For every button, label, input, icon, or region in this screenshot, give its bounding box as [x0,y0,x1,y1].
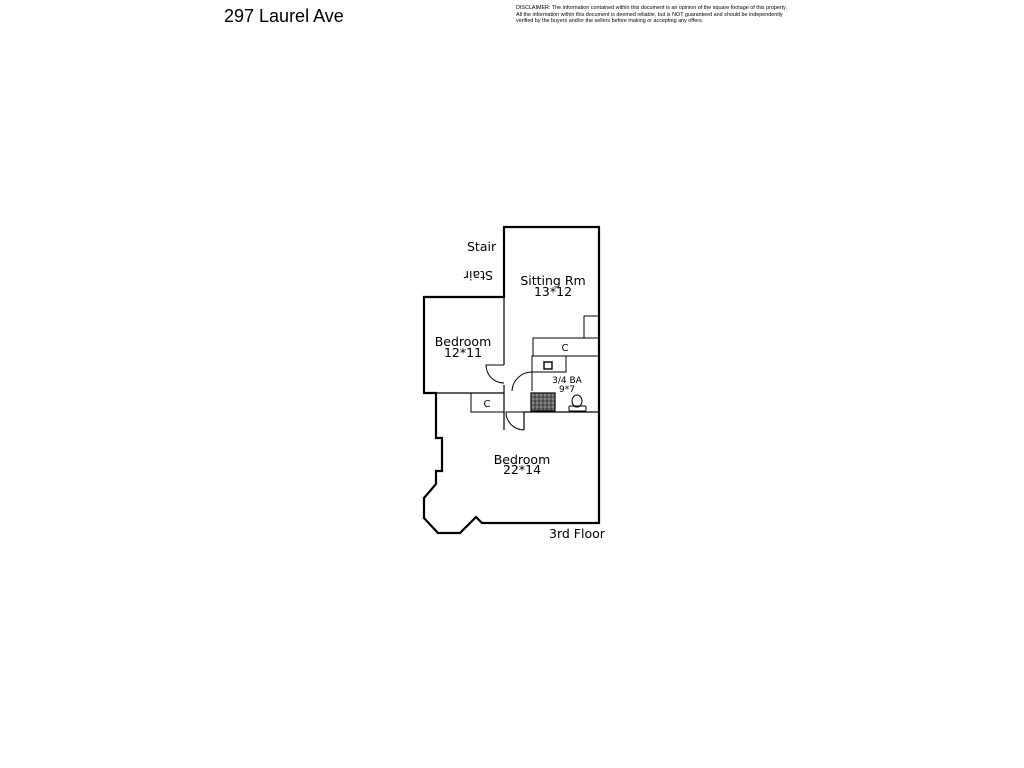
bathroom-size: 9*7 [559,385,575,395]
floor-label: 3rd Floor [549,526,606,541]
cabinet-box [583,315,600,339]
bedroom-2-name: Bedroom [494,452,551,467]
stair-label: Stair [467,239,497,254]
shower-icon [530,392,556,412]
disclaimer: DISCLAIMER: The information contained wi… [516,5,816,25]
bedroom-1-size: 12*11 [444,345,482,360]
bedroom-1-name: Bedroom [435,334,492,349]
vanity-box [531,355,567,373]
closet-label: C [562,343,569,354]
disclaimer-line: DISCLAIMER: The information contained wi… [516,5,787,11]
closet-box [470,392,505,413]
stair-label-flipped: Stair [463,268,493,283]
bathroom-name: 3/4 BA [552,376,583,386]
property-address: 297 Laurel Ave [224,6,344,26]
bedroom-2-size: 22*14 [503,462,541,477]
interior-walls [436,297,599,430]
closet-label: C [484,399,491,410]
outer-wall [422,225,601,535]
disclaimer-line: verified by the buyers and/or the seller… [516,18,704,25]
sitting-room-name: Sitting Rm [520,273,585,288]
door-swings [485,364,533,431]
sink-icon [543,361,553,370]
sitting-room-size: 13*12 [534,284,572,299]
toilet-icon [568,394,587,412]
disclaimer-line: All the information within this document… [516,11,783,18]
